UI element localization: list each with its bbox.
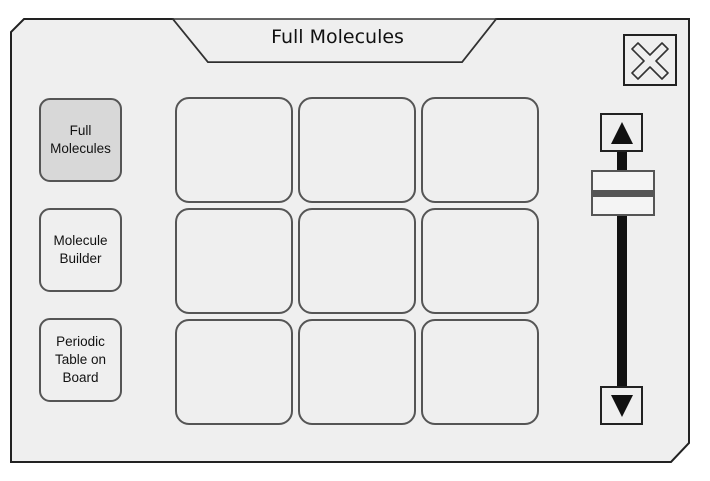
scrollbar-thumb[interactable] [591,170,655,216]
molecule-tile[interactable] [175,319,293,425]
scroll-down-button[interactable] [600,386,643,425]
scrollbar-track[interactable] [617,152,627,388]
molecule-tile[interactable] [175,97,293,203]
molecule-tile[interactable] [298,208,416,314]
sidebar-item-label: Periodic Table on Board [54,334,107,385]
arrow-up-icon [611,122,633,144]
close-button[interactable] [623,34,677,86]
sidebar-item-molecule-builder[interactable]: Molecule Builder [39,208,122,292]
page-title: Full Molecules [271,26,404,48]
sidebar-item-label: Molecule Builder [53,233,108,266]
sidebar-item-full-molecules[interactable]: Full Molecules [39,98,122,182]
molecule-tile[interactable] [175,208,293,314]
molecule-tile[interactable] [298,97,416,203]
sidebar-item-label: Full Molecules [50,123,111,156]
sidebar-item-periodic-table[interactable]: Periodic Table on Board [39,318,122,402]
molecule-tile[interactable] [298,319,416,425]
title-tab [171,18,498,63]
molecule-tile[interactable] [421,208,539,314]
scroll-up-button[interactable] [600,113,643,152]
molecule-tile[interactable] [421,97,539,203]
close-x-icon [631,42,669,80]
molecule-tile[interactable] [421,319,539,425]
thumb-grip [593,190,653,197]
arrow-down-icon [611,395,633,417]
